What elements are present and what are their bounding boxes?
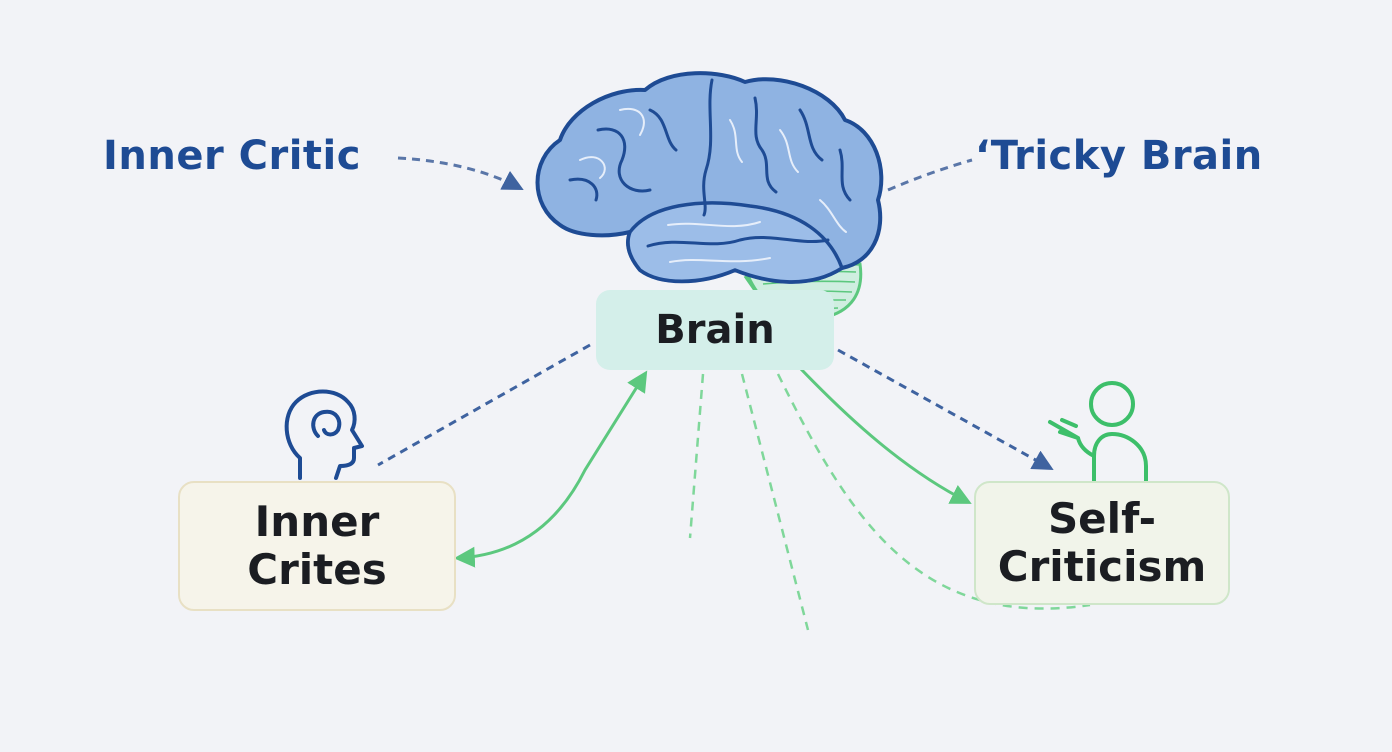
inner-node-line1: Inner [254,497,380,546]
brain-highlights [579,107,847,263]
brain-to-inner-dashed [377,343,591,467]
self-criticism-node: Self- Criticism [974,481,1230,605]
brain-node-label: Brain [655,307,775,353]
brain-self-green-arrow [798,366,972,504]
inner-node-line2: Crites [247,545,387,594]
inner-critic-label: Inner Critic [103,133,361,179]
inner-critic-connector [397,156,524,190]
self-node-line1: Self- [1047,494,1157,543]
brain-node: Brain [596,290,834,370]
brain-sulci [568,78,852,248]
inner-critic-node: Inner Crites [178,481,456,611]
self-node-line2: Criticism [997,542,1207,591]
pointing-person-icon [1048,381,1148,484]
tricky-brain-connector [887,158,973,192]
head-profile-icon [284,389,364,480]
brain-illustration [535,71,884,336]
inner-brain-green-arrow [453,370,648,568]
green-dashed-lines [688,373,1091,631]
tricky-brain-label: ‘Tricky Brain [975,133,1263,179]
brain-to-person-dashed [837,348,1054,471]
